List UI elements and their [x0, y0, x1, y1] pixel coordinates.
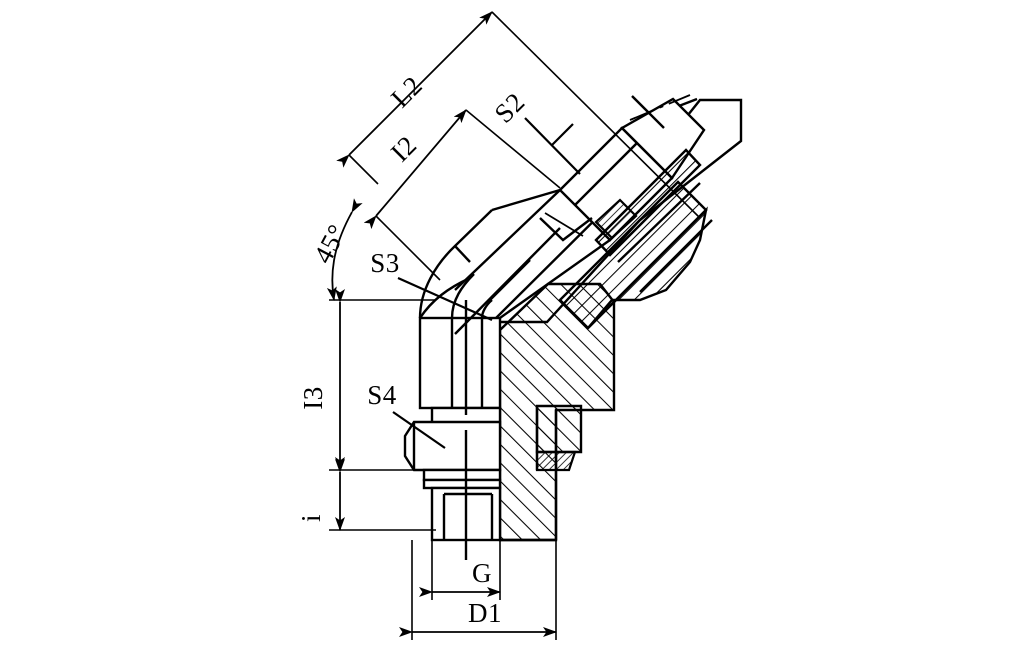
bend-outer-curve	[418, 209, 493, 319]
dimension-I3: I3	[298, 289, 440, 471]
branch-right-section	[594, 148, 702, 257]
ext-line-I2-right	[465, 109, 561, 189]
angle-arc-45	[326, 198, 363, 301]
dimension-label-S4: S4	[367, 380, 397, 410]
dimension-i: i	[296, 459, 436, 531]
branch-hex-flat-line-1	[574, 142, 638, 206]
seal-flange-ring	[535, 404, 583, 472]
ext-line-L2-right	[491, 11, 701, 219]
ext-line-I2-left	[375, 215, 441, 281]
stem-washer-lower	[422, 478, 502, 490]
vertical-stem	[403, 316, 502, 542]
fitting-geometry	[403, 94, 743, 560]
stem-washer-upper	[422, 468, 502, 482]
dimension-label-D1: D1	[468, 598, 502, 628]
leader-line-S4	[392, 411, 446, 449]
oring-seal	[535, 450, 577, 472]
branch-thread-band	[594, 148, 702, 257]
branch-inner-shoulder	[539, 217, 593, 242]
dimension-line-I2	[363, 109, 467, 230]
branch-wall-lower-left	[489, 239, 611, 326]
branch-inner-shoulder-line	[544, 212, 584, 237]
stem-upper-cylinder	[418, 316, 502, 410]
branch-bore-line-1	[617, 182, 701, 263]
branch-tube-left-end	[491, 188, 561, 212]
dimension-G: G	[419, 540, 501, 600]
dimension-D1: D1	[399, 540, 557, 640]
leader-line-S2	[524, 117, 581, 175]
flange-ring-section	[535, 404, 583, 454]
dimension-S4: S4	[367, 380, 446, 449]
branch-bore-line-2	[639, 219, 713, 293]
elbow-bend-outline	[418, 188, 561, 319]
leader-line-S3	[397, 276, 493, 322]
dimension-label-I3: I3	[298, 386, 328, 410]
bend-joint-line	[454, 245, 471, 263]
dimension-S3: S3	[370, 248, 493, 322]
dimension-label-G: G	[472, 558, 492, 588]
leader-tick-S2	[551, 123, 574, 146]
centerline-branch-dashdot	[629, 94, 691, 121]
branch-wall-upper-left	[454, 189, 561, 291]
bend-fillet	[419, 276, 471, 319]
dimension-label-i: i	[296, 514, 326, 522]
branch-body-section	[587, 206, 708, 329]
centerline-diagonal-cross	[489, 259, 531, 301]
centerline-branch-tick	[631, 95, 665, 129]
bend-inner-curve	[450, 273, 475, 319]
centerlines	[454, 94, 691, 560]
dimension-label-S3: S3	[370, 248, 400, 278]
